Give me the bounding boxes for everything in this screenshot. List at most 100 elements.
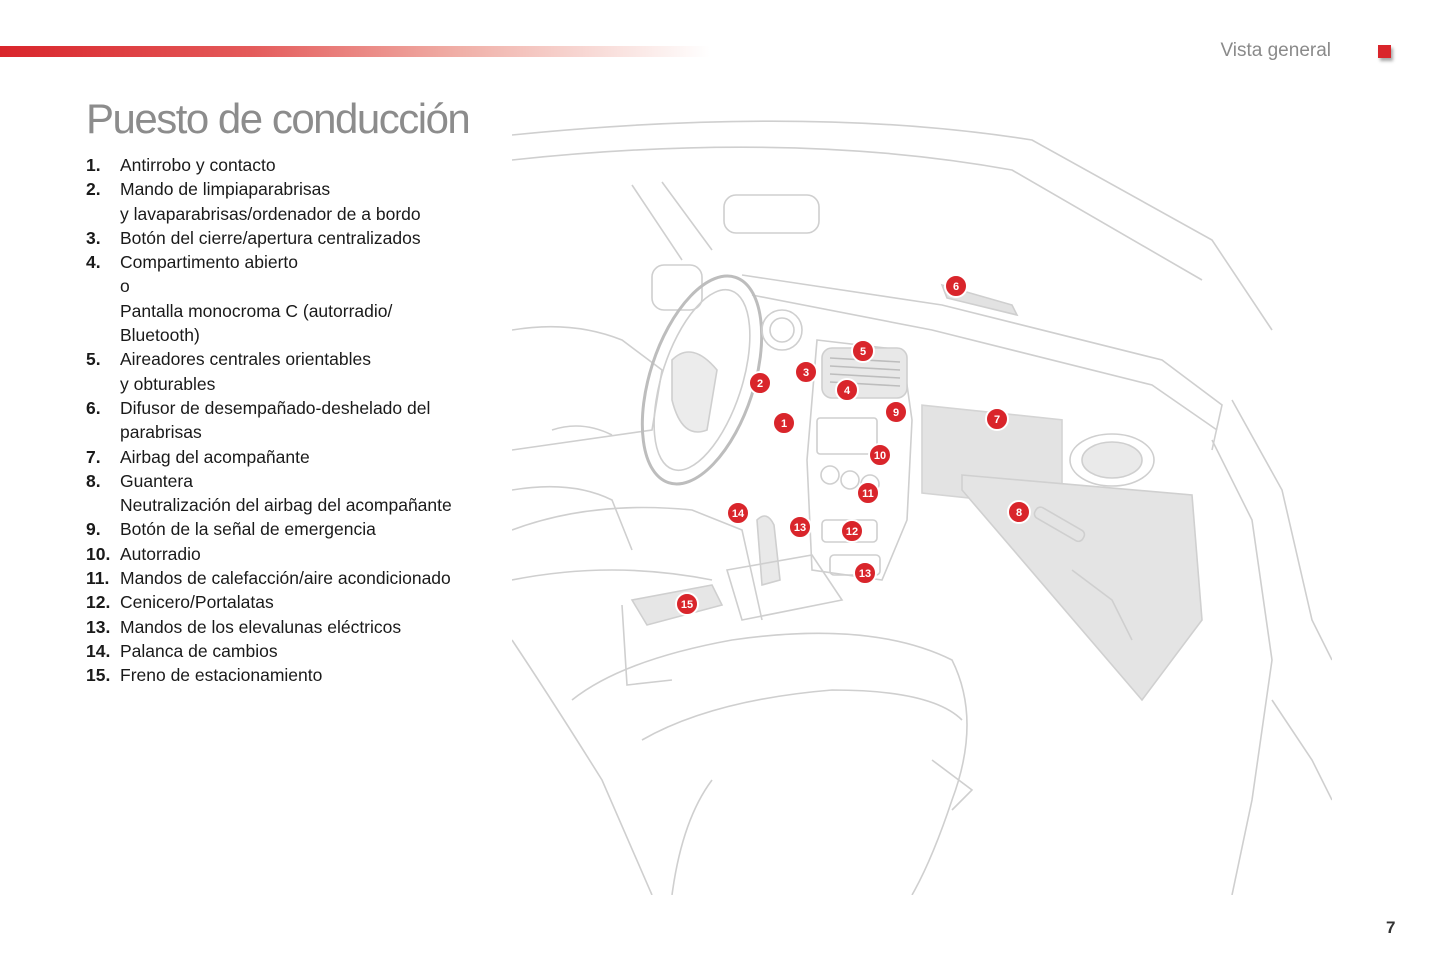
legend-number: 12. bbox=[86, 592, 111, 613]
roof-inner-line bbox=[512, 146, 1203, 281]
legend-item: 6. Difusor de desempañado-deshelado del pa… bbox=[86, 396, 496, 445]
legend-number: 15. bbox=[86, 665, 111, 686]
legend-number: 1. bbox=[86, 155, 101, 175]
passenger-seat bbox=[571, 632, 968, 895]
legend-item: 13. Mandos de los elevalunas eléctricos bbox=[86, 615, 496, 639]
roof-line bbox=[512, 120, 1273, 331]
callout-4: 4 bbox=[835, 378, 859, 402]
legend-number: 5. bbox=[86, 349, 101, 370]
legend-item: 3.Botón del cierre/apertura centralizado… bbox=[86, 226, 496, 250]
legend-item: 10. Autorradio bbox=[86, 542, 496, 566]
legend-text: Mandos de los elevalunas eléctricos bbox=[120, 616, 402, 637]
callout-3: 3 bbox=[794, 360, 818, 384]
legend-text: Mandos de calefacción/aire acondicionado bbox=[120, 568, 451, 589]
legend-item: 7.Airbag del acompañante bbox=[86, 445, 496, 469]
legend-number: 10. bbox=[86, 543, 111, 564]
legend-text: o bbox=[120, 276, 130, 297]
svg-text:11: 11 bbox=[862, 488, 874, 500]
legend-number: 6. bbox=[86, 397, 101, 418]
section-title: Vista general bbox=[1220, 40, 1331, 61]
callout-12: 12 bbox=[840, 519, 864, 543]
legend-text: Difusor de desempañado-deshelado del bbox=[120, 397, 431, 418]
legend-text: Airbag del acompañante bbox=[120, 446, 310, 467]
callout-13a: 13 bbox=[788, 515, 812, 539]
steering-wheel bbox=[640, 274, 764, 486]
legend-text: Botón del cierre/apertura centralizados bbox=[120, 227, 421, 248]
legend-number: 8. bbox=[86, 470, 101, 491]
callout-2: 2 bbox=[748, 371, 772, 395]
legend-number: 13. bbox=[86, 616, 111, 637]
svg-text:14: 14 bbox=[732, 508, 745, 520]
dashboard-illustration: 1 2 3 4 5 6 7 8 9 10 11 12 13 13 14 15 bbox=[512, 120, 1332, 895]
legend-item: 2. Mando de limpiaparabrisas y lavaparabri… bbox=[86, 177, 496, 226]
svg-text:7: 7 bbox=[994, 414, 1000, 426]
driver-door bbox=[512, 325, 663, 451]
legend-text: Mando de limpiaparabrisas bbox=[120, 179, 331, 200]
svg-text:8: 8 bbox=[1016, 507, 1022, 519]
page-title: Puesto de conducción bbox=[86, 95, 471, 142]
legend-item: 11. Mandos de calefacción/aire acondicion… bbox=[86, 566, 496, 590]
svg-text:10: 10 bbox=[874, 450, 886, 462]
legend-number: 4. bbox=[86, 252, 101, 273]
svg-text:6: 6 bbox=[953, 281, 959, 293]
legend-item: 9. Botón de la señal de emergencia bbox=[86, 517, 496, 541]
callout-7: 7 bbox=[985, 407, 1009, 431]
callout-10: 10 bbox=[868, 443, 892, 467]
side-mirror bbox=[651, 264, 703, 311]
a-pillar bbox=[631, 181, 713, 261]
legend-text: Compartimento abierto bbox=[120, 252, 298, 273]
svg-text:13: 13 bbox=[794, 522, 806, 534]
legend-number: 2. bbox=[86, 179, 101, 200]
instrument-cluster bbox=[761, 309, 803, 351]
svg-text:4: 4 bbox=[844, 385, 851, 397]
legend-text: y obturables bbox=[120, 373, 216, 394]
section-marker bbox=[1378, 45, 1391, 58]
callout-1: 1 bbox=[772, 411, 796, 435]
legend-text: parabrisas bbox=[120, 422, 202, 443]
passenger-vent bbox=[1069, 433, 1155, 487]
gear-lever bbox=[756, 515, 781, 587]
callout-15: 15 bbox=[675, 592, 699, 616]
legend-list: 1. Antirrobo y contacto 2. Mando de limpia… bbox=[86, 153, 496, 688]
svg-text:13: 13 bbox=[859, 568, 871, 580]
legend-text: Guantera bbox=[120, 470, 193, 491]
legend-number: 9. bbox=[86, 519, 101, 540]
legend-text: y lavaparabrisas/ordenador de a bordo bbox=[120, 203, 421, 224]
callout-5: 5 bbox=[851, 339, 875, 363]
callout-6: 6 bbox=[944, 274, 968, 298]
callout-13b: 13 bbox=[853, 561, 877, 585]
callout-8: 8 bbox=[1007, 500, 1031, 524]
legend-item: 14.Palanca de cambios bbox=[86, 639, 496, 663]
legend-text: Freno de estacionamiento bbox=[120, 665, 323, 686]
legend-text: Neutralización del airbag del acompañant… bbox=[120, 495, 452, 516]
mirror bbox=[723, 194, 820, 234]
callout-9: 9 bbox=[884, 400, 908, 424]
callout-11: 11 bbox=[856, 481, 880, 505]
svg-text:2: 2 bbox=[757, 378, 763, 390]
legend-text: Bluetooth) bbox=[120, 325, 200, 346]
header-accent-bar bbox=[0, 46, 710, 57]
page-number: 7 bbox=[1386, 918, 1396, 937]
svg-text:1: 1 bbox=[781, 418, 787, 430]
legend-item: 1. Antirrobo y contacto bbox=[86, 153, 496, 177]
callout-14: 14 bbox=[726, 501, 750, 525]
legend-text: Botón de la señal de emergencia bbox=[120, 519, 376, 540]
legend-number: 11. bbox=[86, 568, 110, 589]
legend-text: Antirrobo y contacto bbox=[120, 155, 276, 175]
legend-text: Autorradio bbox=[120, 543, 201, 564]
legend-item: 12. Cenicero/Portalatas bbox=[86, 590, 496, 614]
legend-text: Palanca de cambios bbox=[120, 640, 278, 661]
legend-text: Cenicero/Portalatas bbox=[120, 592, 274, 613]
legend-text: Pantalla monocroma C (autorradio/ bbox=[120, 300, 393, 321]
svg-text:12: 12 bbox=[846, 526, 858, 538]
legend-item: 15. Freno de estacionamiento bbox=[86, 663, 496, 687]
svg-text:5: 5 bbox=[860, 346, 866, 358]
dashboard-top bbox=[741, 274, 1223, 451]
glovebox bbox=[961, 474, 1203, 702]
svg-text:3: 3 bbox=[803, 367, 809, 379]
svg-text:15: 15 bbox=[681, 599, 693, 611]
driver-seat bbox=[512, 506, 763, 621]
